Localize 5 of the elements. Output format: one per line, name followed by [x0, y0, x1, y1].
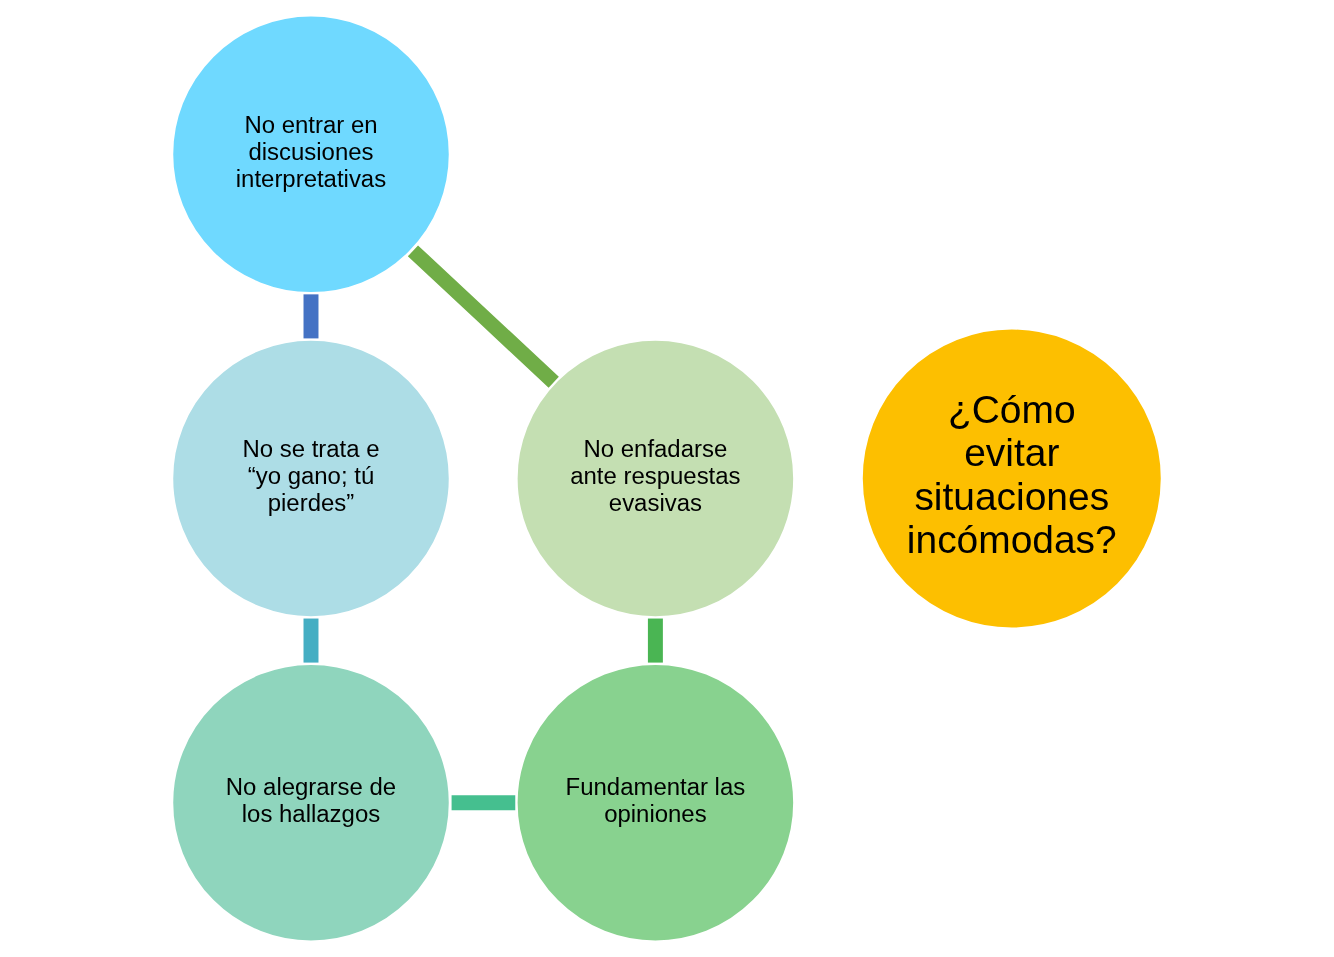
connector — [451, 795, 516, 811]
connector — [303, 618, 319, 663]
connector — [407, 245, 559, 388]
connector — [647, 618, 663, 663]
connector — [303, 294, 319, 339]
